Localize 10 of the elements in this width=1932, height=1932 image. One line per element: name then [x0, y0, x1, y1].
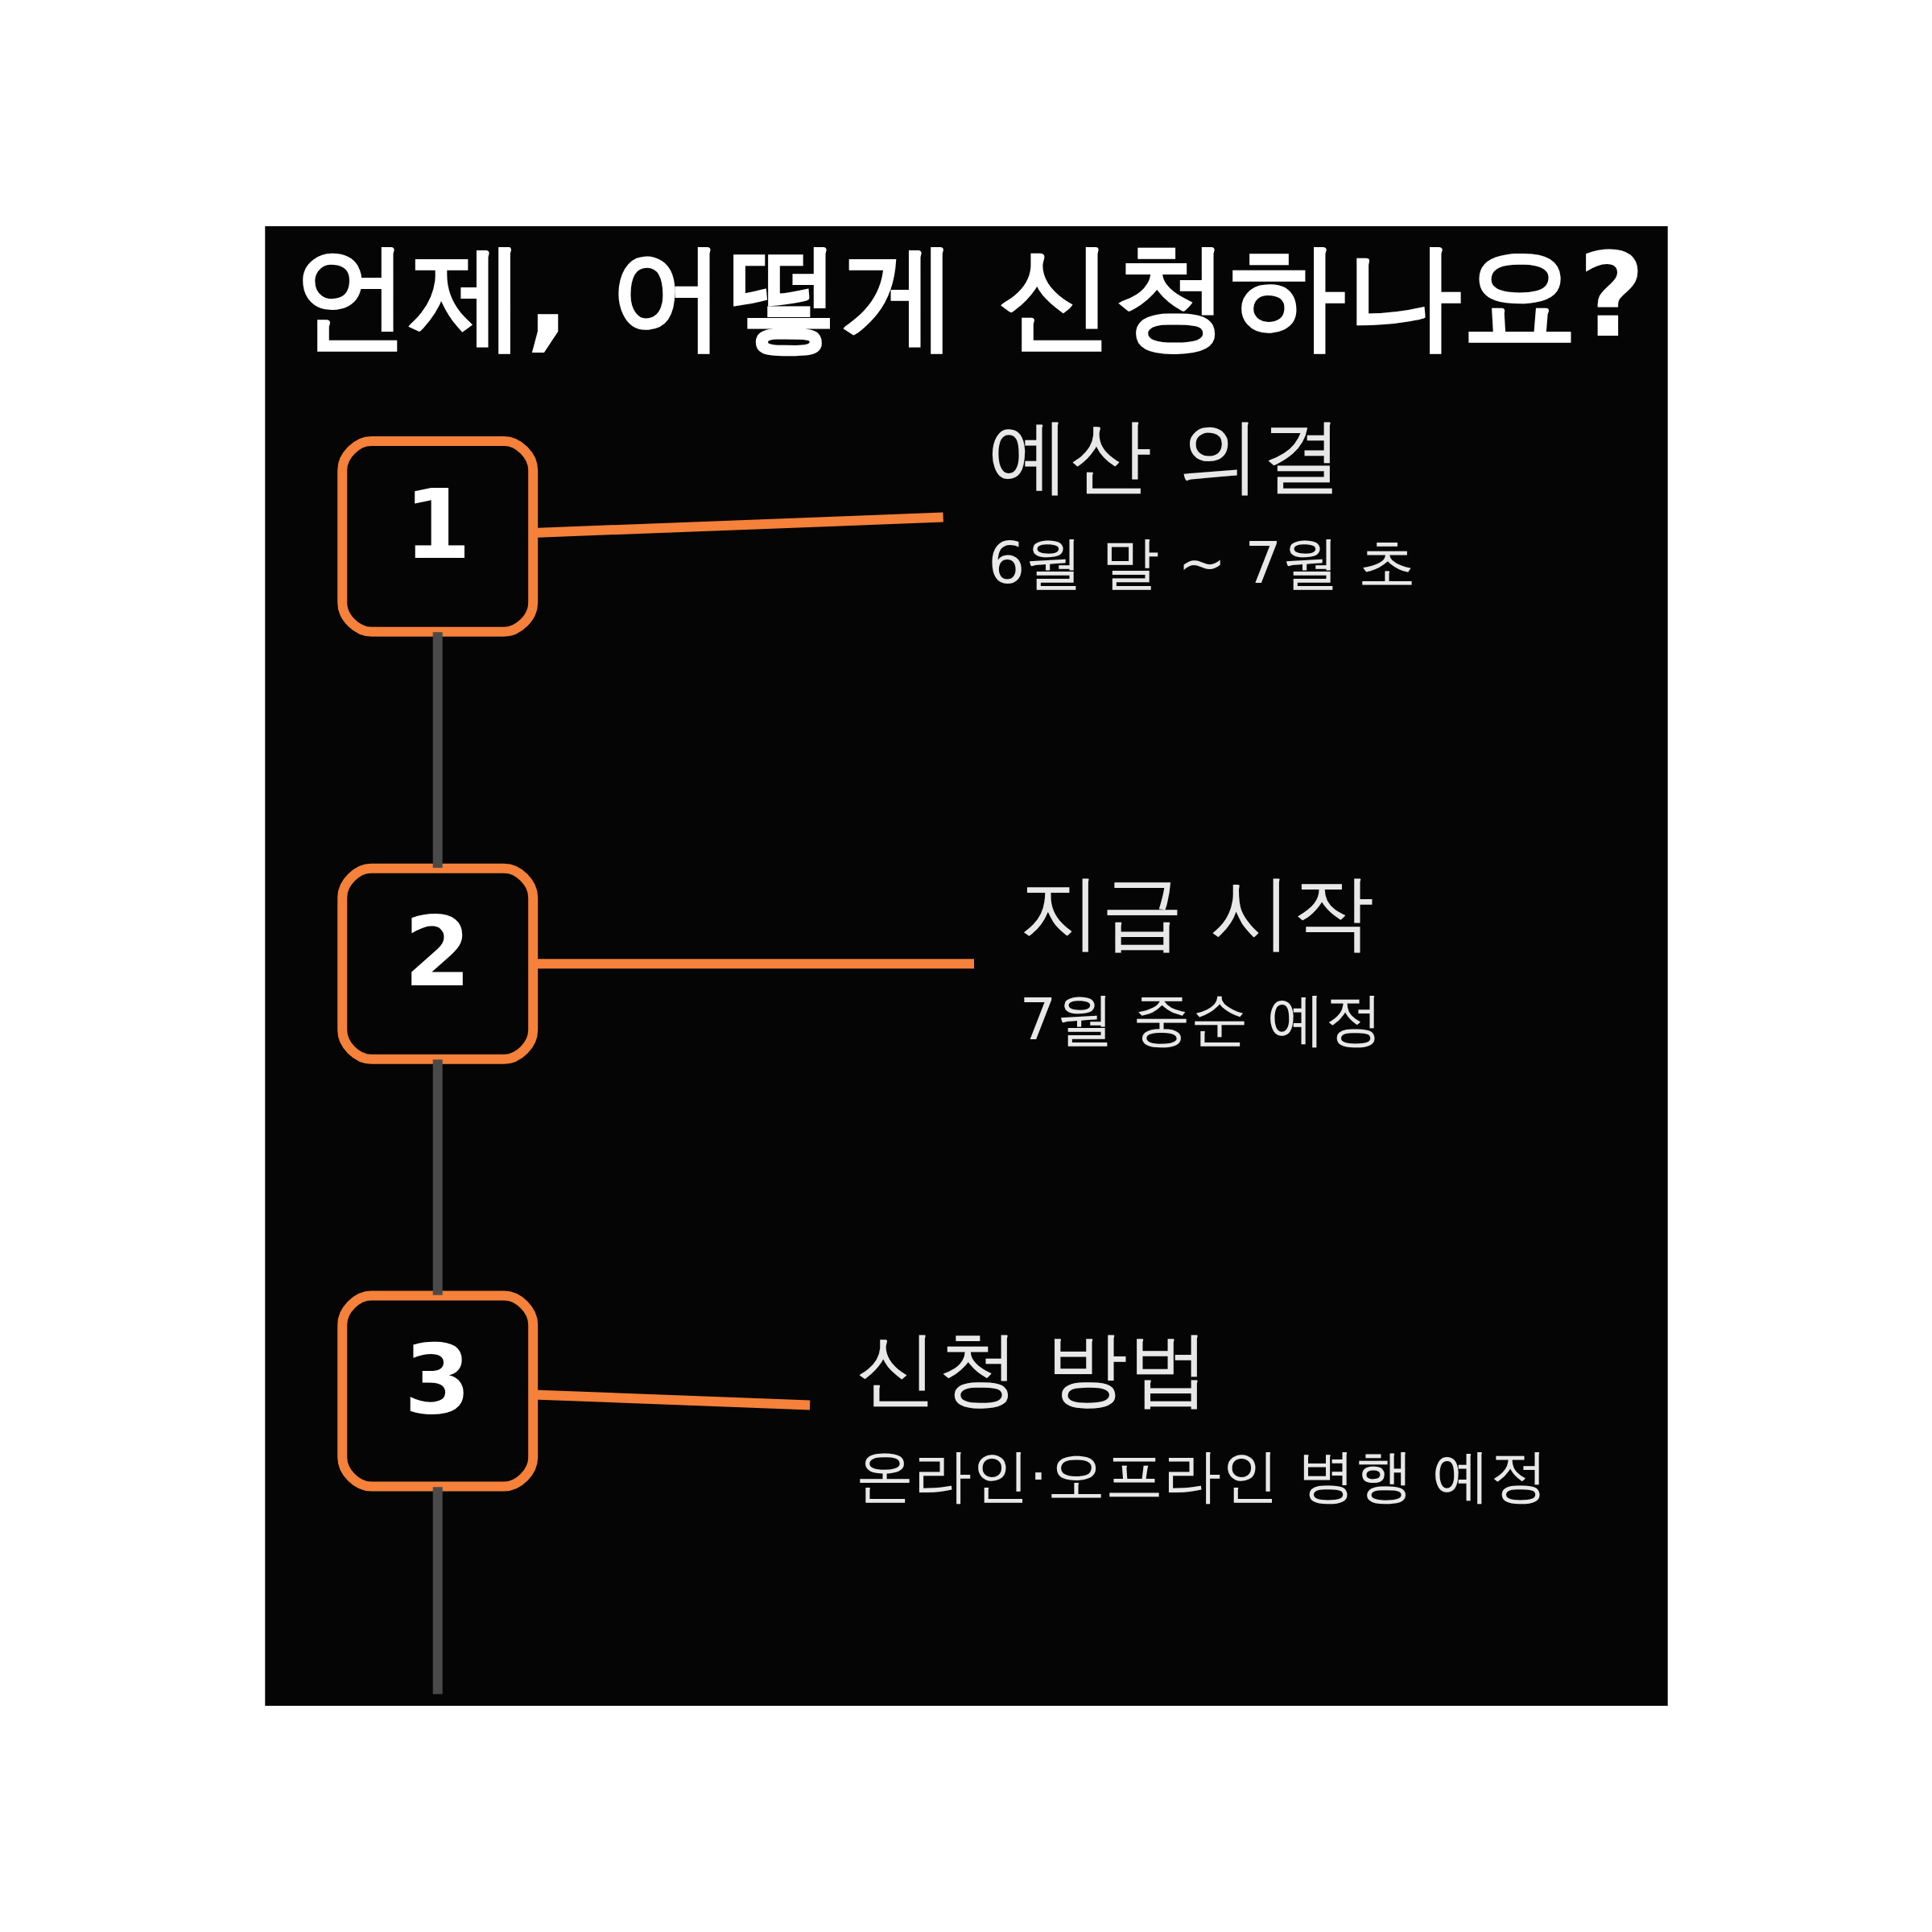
node-text: 예산 의결 6월 말 ~ 7월 초 — [987, 407, 1416, 597]
node-box: 3 — [336, 1290, 538, 1492]
connector — [432, 1487, 443, 1695]
node-text: 신청 방법 온라인·오프라인 병행 예정 — [855, 1319, 1548, 1509]
diagram-title: 언제, 어떻게 신청하나요? — [293, 228, 1645, 364]
node-box: 1 — [336, 436, 538, 637]
connector — [432, 632, 443, 868]
node-box: 2 — [336, 863, 538, 1064]
node-text: 지급 시작 7월 중순 예정 — [1018, 863, 1383, 1053]
connector — [432, 1059, 443, 1295]
